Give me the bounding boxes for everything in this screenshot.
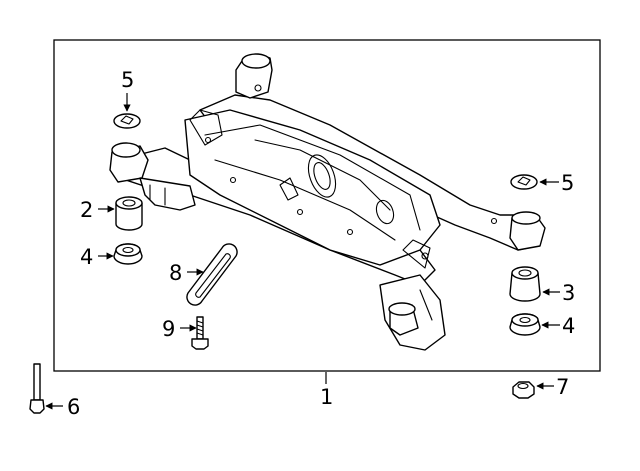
callout-5a: 5 — [121, 68, 134, 92]
stopper-4b[interactable] — [509, 313, 541, 336]
callout-1: 1 — [320, 385, 333, 409]
callout-3: 3 — [562, 281, 575, 305]
insulator-washer-5b[interactable] — [510, 174, 538, 190]
bracket-8[interactable] — [186, 243, 238, 306]
assembly-frame-box — [53, 39, 601, 372]
callout-4a: 4 — [80, 245, 93, 269]
long-bolt-6[interactable] — [29, 363, 45, 414]
insulator-washer-5a[interactable] — [113, 113, 141, 129]
bushing-3[interactable] — [509, 266, 541, 302]
callout-2: 2 — [80, 198, 93, 222]
bolt-9[interactable] — [191, 316, 209, 350]
callout-6: 6 — [67, 395, 80, 419]
callout-5b: 5 — [561, 171, 574, 195]
callout-8: 8 — [169, 261, 182, 285]
bushing-2[interactable] — [115, 196, 143, 231]
callout-9: 9 — [162, 317, 175, 341]
crossmember-subframe[interactable] — [109, 53, 546, 351]
callout-4b: 4 — [562, 314, 575, 338]
nut-7[interactable] — [512, 381, 535, 399]
stopper-4a[interactable] — [113, 243, 143, 265]
callout-7: 7 — [556, 375, 569, 399]
